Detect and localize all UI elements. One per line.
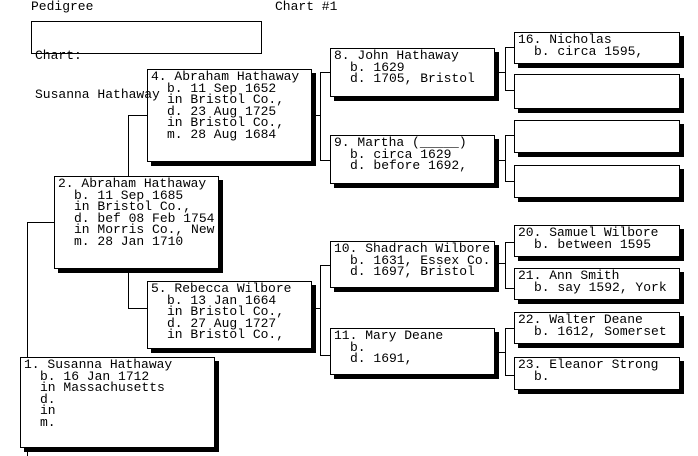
person-detail: b. 11 Sep 1652 <box>167 80 277 96</box>
connector-line <box>128 115 147 116</box>
person-detail: d. before 1692, <box>350 158 468 174</box>
person-detail: m. 28 Jan 1710 <box>74 233 184 249</box>
person-detail: b. 16 Jan 1712 <box>40 368 150 384</box>
connector-line <box>505 375 514 376</box>
connector-line <box>320 265 330 266</box>
connector-line <box>495 72 505 73</box>
connector-line <box>312 308 320 309</box>
person-detail: b. 13 Jan 1664 <box>167 292 277 308</box>
person-name: 21. Ann Smith <box>518 268 620 283</box>
connector-line <box>505 47 514 48</box>
connector-line <box>505 181 514 182</box>
connector-line <box>495 160 505 161</box>
connector-line <box>505 90 514 91</box>
person-detail: b. 1631, Essex Co. <box>350 252 491 268</box>
person-detail: b. 1612, Somerset <box>534 323 667 339</box>
person-name: 20. Samuel Wilbore <box>518 225 659 240</box>
connector-line <box>128 308 147 309</box>
person-detail: b. <box>350 339 366 355</box>
connector-line <box>505 47 506 91</box>
chart-label: Chart: <box>35 48 82 63</box>
person-detail: d. <box>40 391 56 407</box>
person-detail: in <box>40 403 56 419</box>
connector-line <box>27 222 54 223</box>
person-name: 11. Mary Deane <box>334 328 444 343</box>
person-detail: in Morris Co., New <box>74 222 215 238</box>
person-name: 16. Nicholas <box>518 32 612 47</box>
person-detail: b. circa 1595, <box>534 43 644 59</box>
connector-line <box>27 222 28 456</box>
person-detail: d. bef 08 Feb 1754 <box>74 210 215 226</box>
connector-line <box>312 115 320 116</box>
connector-line <box>505 242 514 243</box>
chart-number: Chart #1 <box>275 0 338 14</box>
person-detail: b. between 1595 <box>534 236 652 252</box>
person-detail: in Bristol Co., <box>167 304 285 320</box>
person-name: 2. Abraham Hathaway <box>58 176 207 191</box>
person-detail: b. circa 1629 <box>350 146 452 162</box>
connector-line <box>505 328 506 376</box>
person-detail: b. 1629 <box>350 59 405 75</box>
connector-line <box>320 265 321 356</box>
person-detail: m. 28 Aug 1684 <box>167 126 277 142</box>
person-box-17[interactable] <box>514 74 680 109</box>
connector-line <box>320 355 330 356</box>
person-box-18[interactable] <box>514 120 680 153</box>
person-name: 5. Rebecca Wilbore <box>151 281 292 296</box>
person-name: 9. Martha (_____) <box>334 135 467 150</box>
person-detail: in Bristol Co., <box>167 92 285 108</box>
person-detail: d. 1697, Bristol <box>350 264 475 280</box>
person-detail: b. 11 Sep 1685 <box>74 187 184 203</box>
person-detail: d. 1705, Bristol <box>350 71 475 87</box>
person-detail: in Bristol Co., <box>74 199 192 215</box>
connector-line <box>495 263 505 264</box>
connector-line <box>320 72 321 161</box>
connector-line <box>505 328 514 329</box>
person-detail: d. 23 Aug 1725 <box>167 103 277 119</box>
person-name: 22. Walter Deane <box>518 312 643 327</box>
person-name: 1. Susanna Hathaway <box>24 357 173 372</box>
chart-subject-box: Chart: Susanna Hathaway <box>31 21 262 101</box>
person-name: 4. Abraham Hathaway <box>151 69 300 84</box>
pedigree-title: Pedigree <box>31 0 94 14</box>
connector-line <box>320 160 330 161</box>
connector-line <box>505 135 514 136</box>
person-detail: in Bristol Co., <box>167 327 285 343</box>
connector-line <box>320 72 330 73</box>
connector-line <box>505 135 506 182</box>
person-detail: d. 27 Aug 1727 <box>167 315 277 331</box>
person-detail: m. <box>40 414 56 430</box>
connector-line <box>505 288 514 289</box>
person-detail: b. <box>534 368 550 384</box>
person-detail: b. say 1592, York <box>534 279 667 295</box>
connector-line <box>505 242 506 289</box>
person-detail: d. 1691, <box>350 351 413 367</box>
person-name: 10. Shadrach Wilbore <box>334 241 491 256</box>
person-name: 23. Eleanor Strong <box>518 357 659 372</box>
person-detail: in Bristol Co., <box>167 115 285 131</box>
person-name: 8. John Hathaway <box>334 48 459 63</box>
person-box-19[interactable] <box>514 165 680 198</box>
connector-line <box>495 352 505 353</box>
chart-subject-name: Susanna Hathaway <box>35 87 160 102</box>
person-detail: in Massachusetts <box>40 380 165 396</box>
